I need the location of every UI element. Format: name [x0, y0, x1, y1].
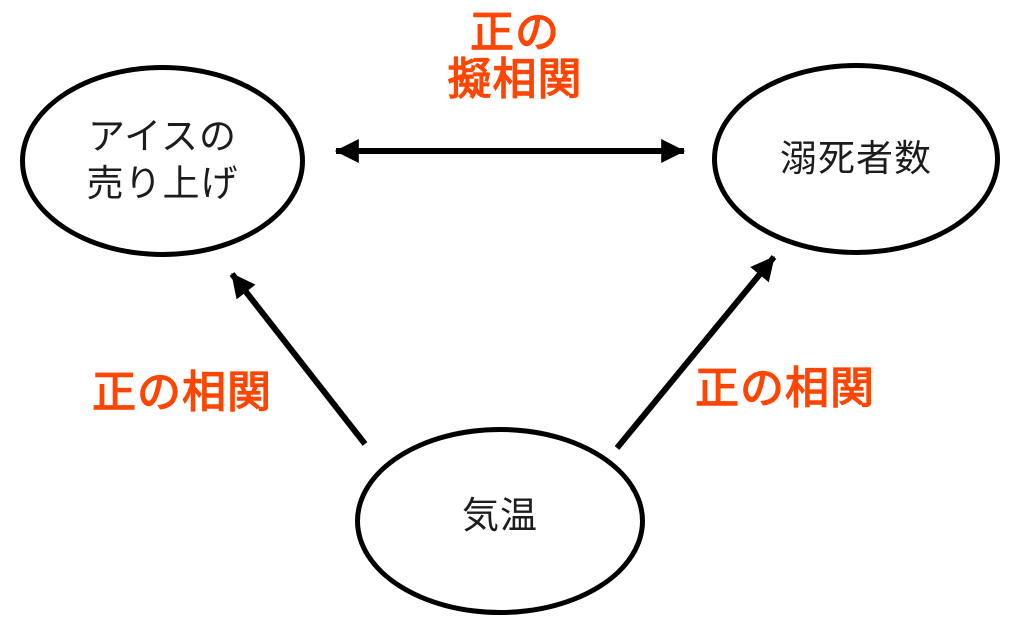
edge-label-spurious-correlation: 正の 擬相関 — [415, 8, 615, 104]
temp-to-ice-arrow — [229, 272, 368, 446]
node-drowning-deaths: 溺死者数 — [712, 63, 1000, 255]
node-temperature: 気温 — [355, 427, 645, 615]
node-ice-sales: アイスの 売り上げ — [20, 65, 305, 257]
node-drowning-deaths-label: 溺死者数 — [780, 137, 932, 179]
temp-to-drowning-arrow — [614, 255, 777, 450]
node-ice-sales-label-line1: アイスの — [87, 116, 238, 158]
edge-label-spurious-line1: 正の — [470, 8, 560, 57]
node-ice-sales-label-line2: 売り上げ — [86, 163, 239, 204]
edge-label-temp-to-ice: 正の相関 — [92, 368, 272, 417]
node-temperature-label: 気温 — [462, 494, 538, 536]
edge-label-temp-to-drowning: 正の相関 — [695, 364, 875, 413]
edge-label-spurious-line2: 擬相関 — [447, 54, 583, 104]
